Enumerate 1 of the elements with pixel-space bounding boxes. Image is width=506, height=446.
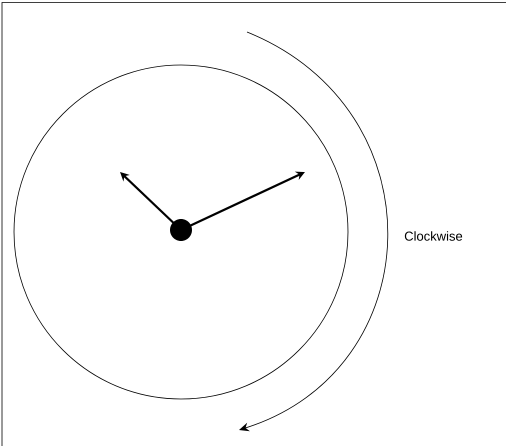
direction-label: Clockwise	[404, 231, 462, 241]
